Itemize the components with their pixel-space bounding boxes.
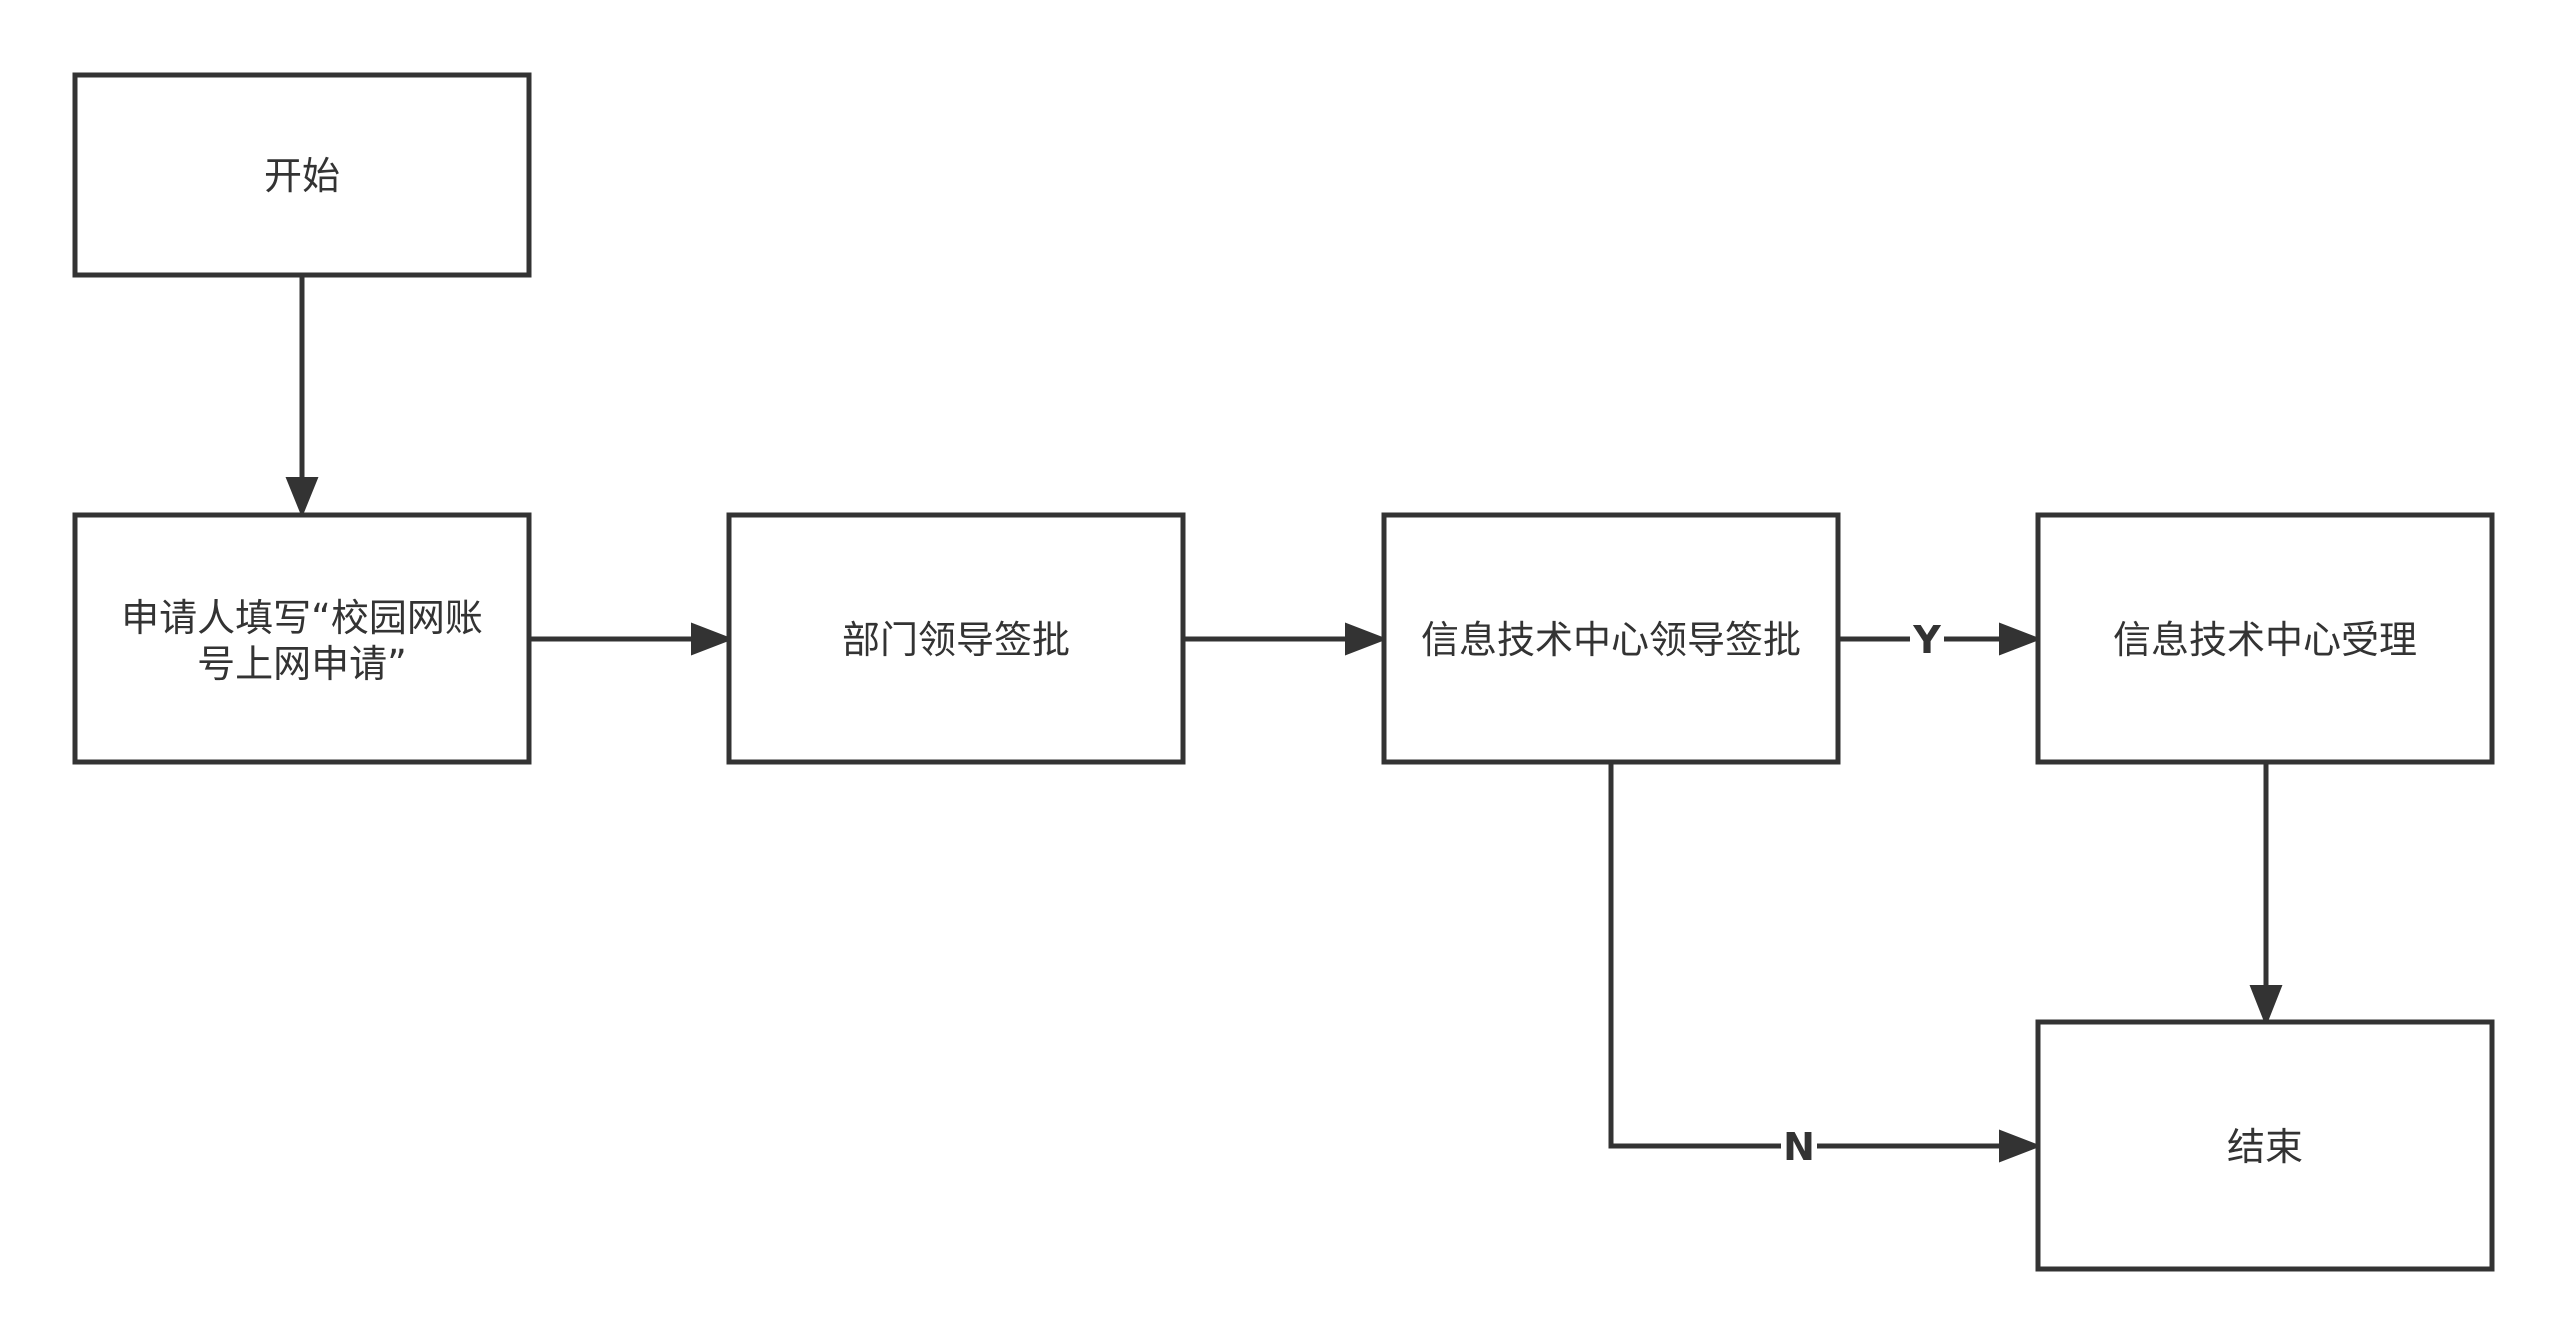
node-accept-label: 信息技术中心受理 — [2113, 618, 2417, 662]
node-apply: 申请人填写“校园网账 号上网申请” — [72, 512, 532, 765]
edges — [285, 276, 2283, 1163]
node-itlead-label: 信息技术中心领导签批 — [1421, 618, 1801, 662]
yes-label: Y — [1912, 618, 1941, 662]
arrow-accept-to-end — [2249, 985, 2283, 1027]
node-dept-label: 部门领导签批 — [842, 618, 1070, 662]
no-label-bg — [1781, 1124, 1817, 1168]
arrow-start-to-apply — [285, 477, 319, 518]
edge-itlead-to-end — [1608, 762, 2002, 1149]
yes-label-bg — [1910, 618, 1944, 662]
node-dept: 部门领导签批 — [726, 512, 1186, 765]
node-end-label: 结束 — [2227, 1125, 2303, 1169]
node-accept: 信息技术中心受理 — [2035, 512, 2495, 765]
node-start-label: 开始 — [264, 154, 340, 198]
node-apply-box — [72, 512, 532, 765]
node-start-box — [72, 72, 532, 278]
node-end-box — [2035, 1019, 2495, 1272]
node-apply-label-line1: 申请人填写“校园网账 — [121, 596, 483, 640]
node-itlead-box — [1381, 512, 1841, 765]
no-label: N — [1783, 1125, 1815, 1169]
node-dept-box — [726, 512, 1186, 765]
node-end: 结束 — [2035, 1019, 2495, 1272]
node-start: 开始 — [72, 72, 532, 278]
node-apply-label-line2: 号上网申请” — [197, 642, 407, 686]
edge-labels: Y N — [1781, 618, 1944, 1169]
arrow-dept-to-itlead — [1345, 622, 1388, 656]
arrow-itlead-to-end — [1999, 1129, 2042, 1163]
node-accept-box — [2035, 512, 2495, 765]
arrow-apply-to-dept — [691, 622, 734, 656]
node-itlead: 信息技术中心领导签批 — [1381, 512, 1841, 765]
arrow-itlead-to-accept — [1999, 622, 2042, 656]
